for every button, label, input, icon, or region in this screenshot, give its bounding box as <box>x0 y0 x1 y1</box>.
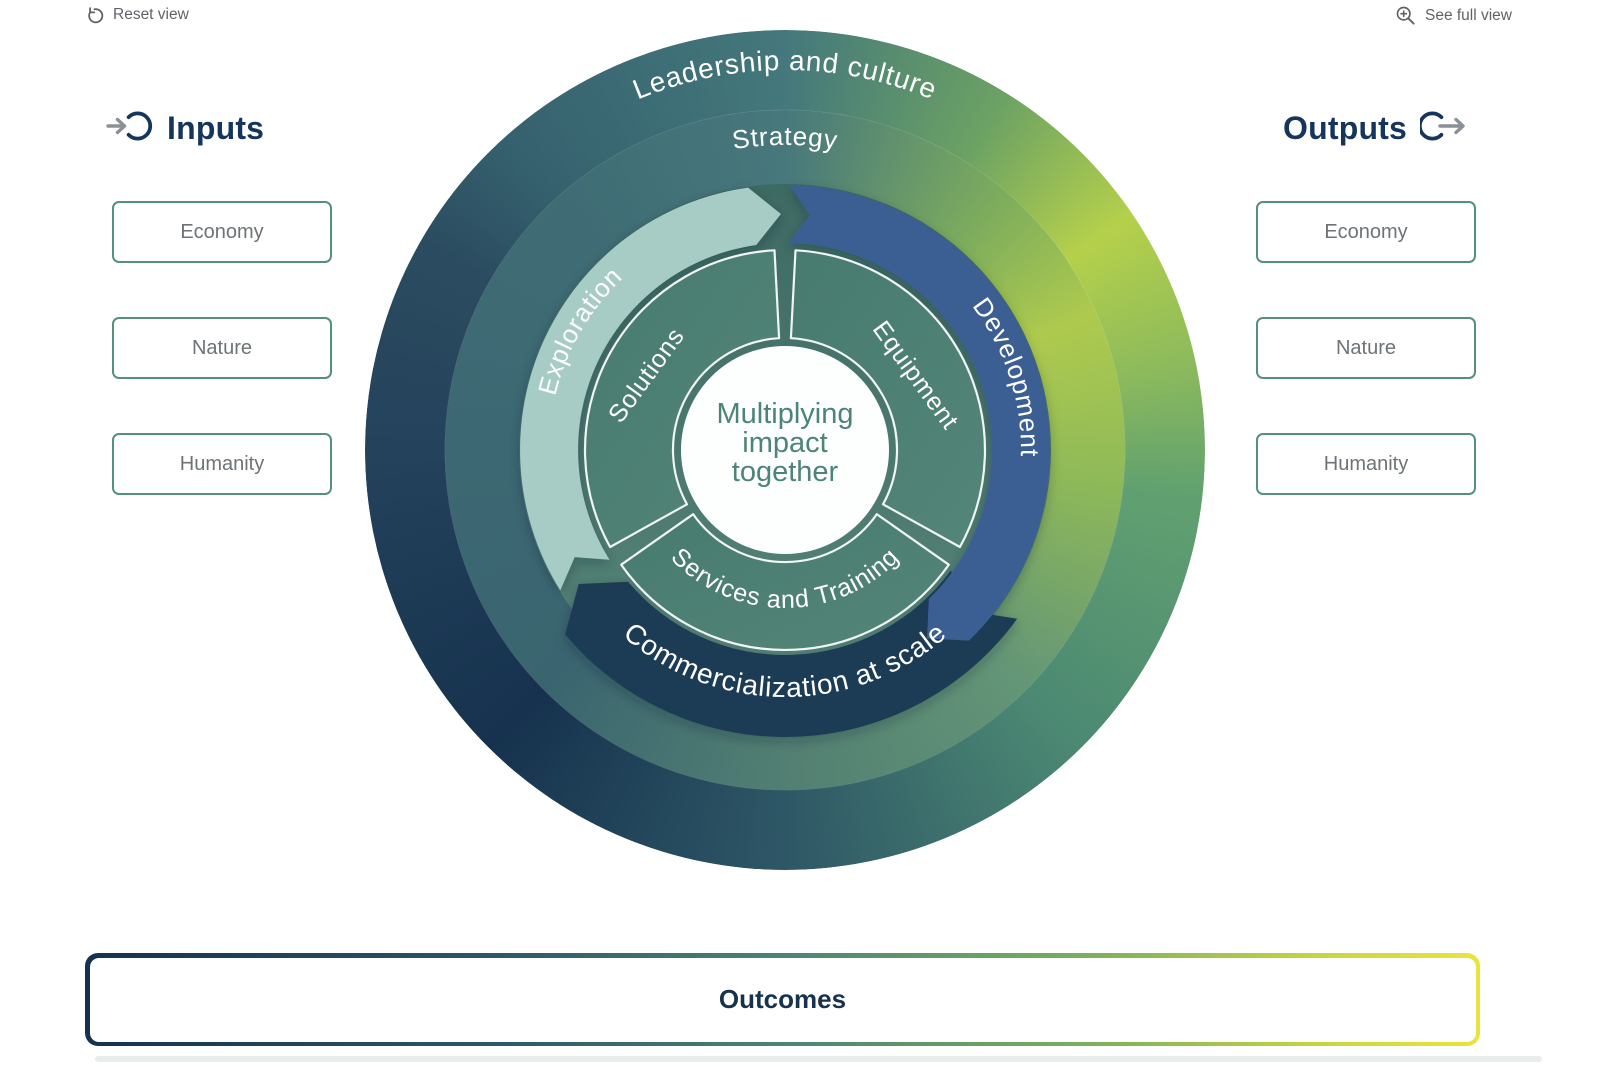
output-box-economy[interactable]: Economy <box>1256 201 1476 263</box>
output-box-humanity[interactable]: Humanity <box>1256 433 1476 495</box>
outcomes-label: Outcomes <box>718 984 847 1014</box>
inputs-header: Inputs <box>106 108 264 149</box>
segment-equipment[interactable] <box>789 249 987 549</box>
inputs-list: Economy Nature Humanity <box>112 201 332 495</box>
reset-view-label: Reset view <box>113 6 189 23</box>
outcomes-bar[interactable]: Outcomes <box>85 953 1480 1046</box>
input-box-economy[interactable]: Economy <box>112 201 332 263</box>
input-arrow-icon <box>106 108 154 149</box>
svg-text:together: together <box>732 456 839 488</box>
commercialization-band[interactable] <box>565 570 1018 737</box>
output-box-nature[interactable]: Nature <box>1256 317 1476 379</box>
bottom-edge-strip <box>95 1056 1542 1062</box>
svg-text:Multiplying: Multiplying <box>717 398 854 430</box>
exploration-arrow[interactable] <box>520 187 781 591</box>
strategy-label: Strategy <box>730 121 840 155</box>
segment-solutions[interactable] <box>583 249 781 549</box>
center-label: Multiplying impact together <box>717 398 854 488</box>
center-circle[interactable] <box>681 346 889 554</box>
outputs-header: Outputs <box>1283 108 1468 149</box>
inputs-title: Inputs <box>167 110 265 146</box>
zoom-in-icon <box>1395 5 1416 26</box>
see-full-view-button[interactable]: See full view <box>1395 5 1512 26</box>
leadership-culture-label: Leadership and culture <box>628 45 941 105</box>
segment-services[interactable] <box>620 513 950 651</box>
see-full-view-label: See full view <box>1424 6 1512 24</box>
outputs-list: Economy Nature Humanity <box>1256 201 1476 495</box>
reset-view-button[interactable]: Reset view <box>84 5 189 25</box>
outputs-title: Outputs <box>1283 110 1408 146</box>
input-box-nature[interactable]: Nature <box>112 317 332 379</box>
development-arrow[interactable] <box>788 185 1051 641</box>
reset-icon <box>84 5 104 25</box>
output-arrow-icon <box>1418 108 1468 149</box>
input-box-humanity[interactable]: Humanity <box>112 433 332 495</box>
svg-text:impact: impact <box>742 427 827 459</box>
